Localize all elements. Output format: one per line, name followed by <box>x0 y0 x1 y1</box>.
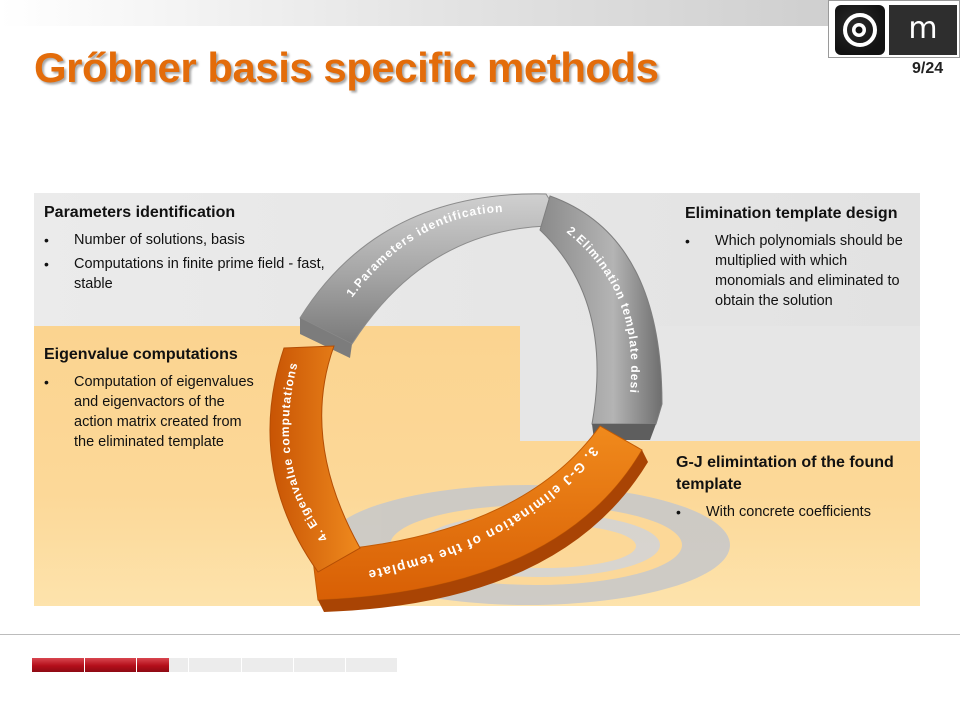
progress-segment-divider <box>188 658 189 672</box>
box-elimination-template-design: Elimination template design Which polyno… <box>685 203 921 311</box>
box-heading: Eigenvalue computations <box>44 346 238 363</box>
bullet-item: Number of solutions, basis <box>44 230 344 250</box>
bullet-list: Computation of eigenvalues and eigenvact… <box>44 372 256 452</box>
slide-progress-bar <box>32 658 397 675</box>
bullet-list: Which polynomials should be multiplied w… <box>685 231 921 311</box>
bullet-item: With concrete coefficients <box>676 502 914 522</box>
logo-letters: m p <box>889 5 957 94</box>
box-gj-elimination: G-J elimintation of the found template W… <box>676 452 914 522</box>
progress-segment-divider <box>293 658 294 672</box>
bullet-item: Which polynomials should be multiplied w… <box>685 231 921 311</box>
progress-segment-divider <box>84 658 85 672</box>
box-eigenvalue-computations: Eigenvalue computations Computation of e… <box>44 344 256 452</box>
box-heading: Elimination template design <box>685 205 898 222</box>
top-band <box>0 0 960 26</box>
panel-grey-right <box>520 326 920 441</box>
box-heading: G-J elimintation of the found template <box>676 454 894 493</box>
bullet-item: Computations in finite prime field - fas… <box>44 254 344 294</box>
bullet-list: With concrete coefficients <box>676 502 914 522</box>
progress-fill <box>32 658 169 672</box>
eye-logo-icon <box>835 5 885 55</box>
arc-gj-elimination <box>311 425 643 601</box>
box-parameters-identification: Parameters identification Number of solu… <box>44 202 344 294</box>
page-number: 9/24 <box>912 60 944 77</box>
box-heading: Parameters identification <box>44 204 236 221</box>
progress-segment-divider <box>345 658 346 672</box>
cmp-logo: m p <box>828 0 960 94</box>
footer-divider <box>0 634 960 635</box>
progress-segment-divider <box>241 658 242 672</box>
arc-elimination-template-design <box>539 195 663 425</box>
bullet-list: Number of solutions, basis Computations … <box>44 230 344 294</box>
bullet-item: Computation of eigenvalues and eigenvact… <box>44 372 256 452</box>
arc-eigenvalue-computations <box>269 345 361 573</box>
slide-title: Grőbner basis specific methods <box>34 44 659 91</box>
progress-segment-divider <box>136 658 137 672</box>
